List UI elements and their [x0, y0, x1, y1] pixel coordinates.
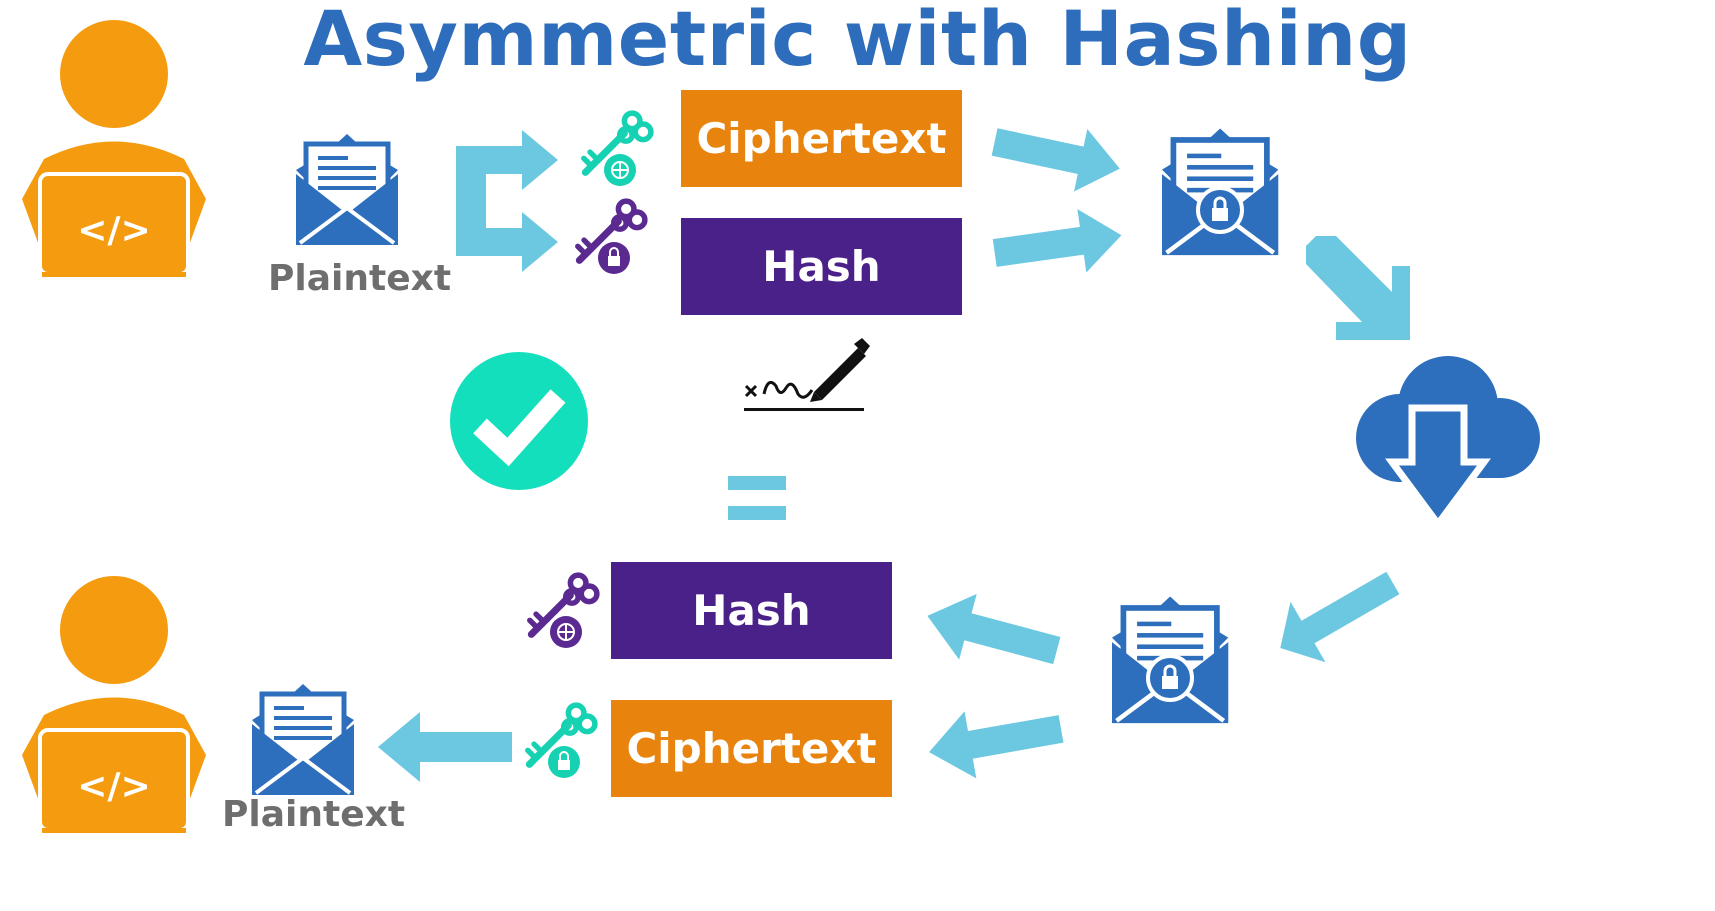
sender-code-glyph: </>	[77, 210, 150, 251]
split-arrow-icon	[456, 130, 558, 272]
locked-envelope-icon	[1162, 124, 1280, 252]
arrow-ciphertext-to-envelope	[991, 128, 1120, 192]
equals-icon	[728, 476, 786, 520]
received-locked-envelope-icon	[1112, 592, 1230, 720]
arrow-from-cloud	[1280, 571, 1400, 663]
sender-plaintext-label: Plaintext	[268, 258, 452, 299]
key-public-icon	[576, 110, 656, 186]
sender-hash-box: Hash	[681, 218, 962, 315]
arrow-to-plaintext	[378, 712, 512, 782]
receiver-plaintext-label: Plaintext	[222, 794, 406, 835]
sender-ciphertext-box: Ciphertext	[681, 90, 962, 187]
page-title: Asymmetric with Hashing	[303, 0, 1412, 83]
receiver-developer-icon: </>	[20, 574, 208, 835]
arrow-envelope-to-ciphertext	[929, 711, 1064, 779]
arrow-to-cloud	[1306, 236, 1410, 340]
sender-developer-icon: </>	[20, 18, 208, 279]
receiver-key-private-icon	[520, 702, 600, 778]
key-private-icon	[570, 198, 650, 274]
cloud-download-icon	[1356, 356, 1540, 530]
receiver-hash-box: Hash	[611, 562, 892, 659]
receiver-key-public-icon	[522, 572, 602, 648]
arrow-envelope-to-hash	[927, 593, 1061, 665]
checkmark-icon	[450, 352, 588, 490]
signature-icon	[744, 338, 870, 411]
receiver-code-glyph: </>	[77, 766, 150, 807]
receiver-envelope-icon	[252, 680, 356, 798]
sender-envelope-icon	[296, 130, 400, 248]
arrow-hash-to-envelope	[992, 209, 1122, 273]
receiver-ciphertext-box: Ciphertext	[611, 700, 892, 797]
